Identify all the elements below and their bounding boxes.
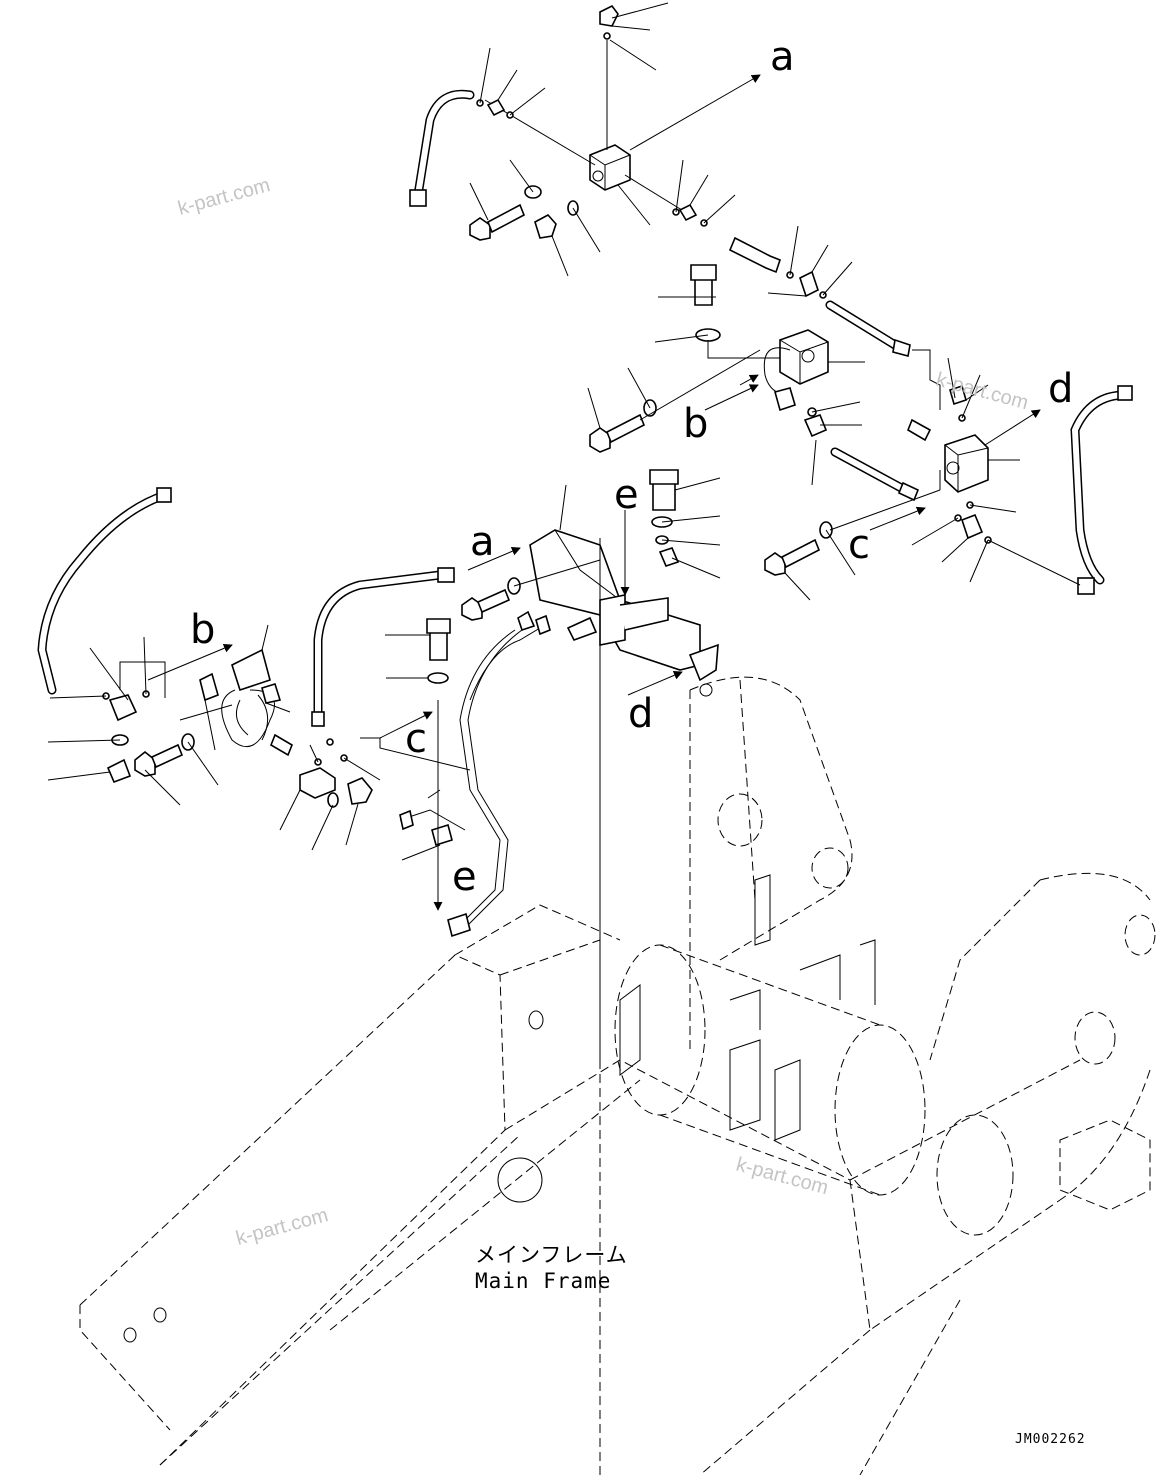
callout-a-top: a — [770, 34, 795, 80]
callout-c-right: c — [848, 522, 870, 568]
callout-labels: a a b b c c d d e e — [190, 34, 1073, 900]
bracket-assembly — [461, 469, 721, 1060]
callout-d-bracket: d — [628, 691, 653, 737]
callout-d-right: d — [1048, 366, 1073, 412]
callout-a-bracket: a — [470, 519, 495, 565]
top-right-hoses — [728, 225, 941, 410]
middle-valve-assembly — [587, 264, 920, 502]
drawing-code: JM002262 — [1015, 1432, 1086, 1447]
left-assembly — [37, 487, 551, 938]
right-valve-assembly — [764, 357, 1133, 601]
caption-japanese: メインフレーム — [475, 1243, 628, 1267]
main-frame — [79, 676, 1156, 1475]
watermark-1: k-part.com — [176, 174, 273, 220]
callout-b-middle: b — [683, 401, 708, 447]
callout-b-left: b — [190, 607, 215, 653]
callout-e-left: e — [452, 854, 477, 900]
watermark-3: k-part.com — [734, 1154, 831, 1200]
watermark-4: k-part.com — [234, 1204, 331, 1250]
caption-english: Main Frame — [475, 1269, 611, 1293]
callout-e-bracket: e — [614, 472, 639, 518]
top-manifold-assembly — [409, 2, 761, 277]
watermark-2: k-part.com — [934, 369, 1031, 415]
callout-c-left: c — [405, 716, 427, 762]
